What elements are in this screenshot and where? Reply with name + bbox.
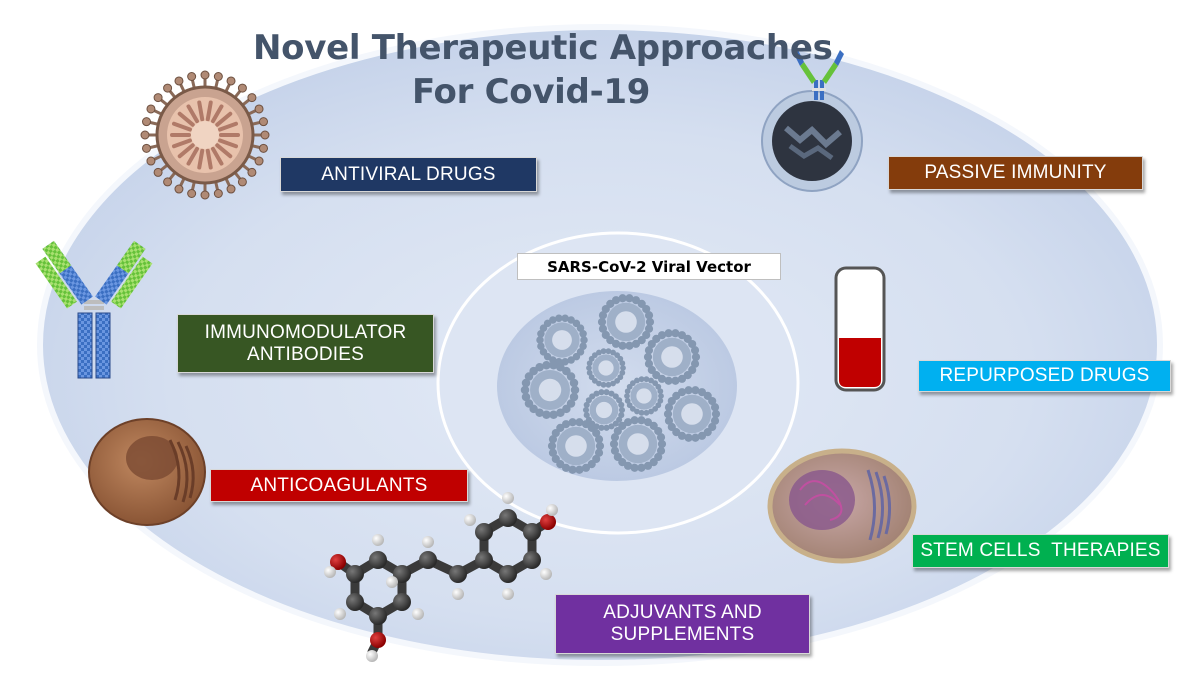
test-tube-icon [834,266,886,392]
virus-particle [520,361,580,419]
antiviral-drugs-label: ANTIVIRAL DRUGS [280,157,537,192]
virus-particle [624,376,664,416]
antibody-bound-cell-icon [761,50,863,192]
immunomodulator-antibodies-label: IMMUNOMODULATOR ANTIBODIES [177,314,434,373]
virus-particle [643,329,701,385]
passive-immunity-label: PASSIVE IMMUNITY [888,156,1143,190]
virus-particle [547,418,605,474]
coronavirus-icon [140,70,270,200]
label-line: ANTIVIRAL DRUGS [321,163,496,185]
antibody-icon [35,240,153,379]
label-line: REPURPOSED DRUGS [939,365,1150,386]
adjuvants-supplements-label: ADJUVANTS AND SUPPLEMENTS [555,594,810,654]
label-line: ADJUVANTS AND [603,602,762,623]
label-line: STEM CELLS THERAPIES [920,540,1161,561]
virus-particle [586,348,626,388]
molecule-icon [324,492,558,662]
blood-cell-icon [88,418,206,526]
label-line: PASSIVE IMMUNITY [924,162,1107,183]
label-line: ANTIBODIES [246,343,365,365]
title-line-2: For Covid-19 [412,72,651,112]
virus-particle [663,386,721,442]
title-line-1: Novel Therapeutic Approaches [253,28,833,68]
virus-particles [520,294,721,474]
stem-cells-therapies-label: STEM CELLS THERAPIES [912,534,1169,568]
stem-cell-icon [767,448,917,564]
label-line: ANTICOAGULANTS [250,474,428,496]
label-line: IMMUNOMODULATOR [204,321,407,343]
virus-particle [609,416,667,472]
anticoagulants-label: ANTICOAGULANTS [210,469,468,502]
repurposed-drugs-label: REPURPOSED DRUGS [918,360,1171,392]
label-line: SUPPLEMENTS [610,624,755,645]
virus-particle [597,294,655,350]
viral-vector-label: SARS-CoV-2 Viral Vector [517,253,781,280]
virus-particle [536,314,588,366]
